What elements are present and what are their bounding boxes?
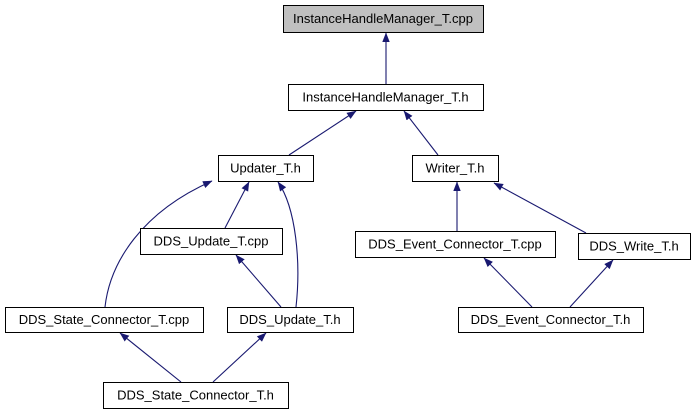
edge-dds-event-connector-t-h-to-dds-write-t-h [569, 259, 614, 308]
graph-node-dds-update-t-h[interactable]: DDS_Update_T.h [227, 307, 354, 333]
graph-node-instance-handle-manager-t-h[interactable]: InstanceHandleManager_T.h [288, 84, 484, 111]
edge-dds-update-t-h-to-dds-update-t-cpp [235, 254, 282, 308]
graph-node-dds-event-connector-t-cpp[interactable]: DDS_Event_Connector_T.cpp [355, 231, 556, 258]
edge-dds-state-connector-t-h-to-dds-state-connector-t-cpp [119, 332, 182, 383]
graph-node-dds-write-t-h[interactable]: DDS_Write_T.h [578, 233, 691, 260]
node-box-dds-update-t-h[interactable] [227, 307, 354, 333]
edge-dds-write-t-h-to-writer-t-h [493, 182, 587, 234]
node-label-writer-t-h: Writer_T.h [426, 161, 485, 176]
node-label-dds-event-connector-t-h: DDS_Event_Connector_T.h [471, 312, 631, 327]
node-box-dds-write-t-h[interactable] [578, 233, 691, 260]
node-box-dds-event-connector-t-h[interactable] [458, 307, 644, 333]
node-label-instance-handle-manager-t-h: InstanceHandleManager_T.h [302, 90, 468, 105]
edges-layer [104, 32, 614, 383]
node-box-dds-event-connector-t-cpp[interactable] [355, 231, 556, 258]
node-label-dds-write-t-h: DDS_Write_T.h [589, 239, 678, 254]
node-label-dds-update-t-h: DDS_Update_T.h [239, 312, 340, 327]
node-box-instance-handle-manager-t-cpp[interactable] [283, 5, 484, 33]
node-box-dds-state-connector-t-cpp[interactable] [5, 307, 204, 333]
graph-node-dds-update-t-cpp[interactable]: DDS_Update_T.cpp [140, 228, 283, 255]
node-box-instance-handle-manager-t-h[interactable] [288, 84, 484, 111]
edge-dds-state-connector-t-h-to-dds-update-t-h [212, 332, 267, 383]
graph-node-dds-state-connector-t-cpp[interactable]: DDS_State_Connector_T.cpp [5, 307, 204, 333]
graph-node-dds-event-connector-t-h[interactable]: DDS_Event_Connector_T.h [458, 307, 644, 333]
node-box-dds-state-connector-t-h[interactable] [103, 382, 289, 409]
node-label-updater-t-h: Updater_T.h [230, 161, 301, 176]
node-label-dds-event-connector-t-cpp: DDS_Event_Connector_T.cpp [368, 237, 541, 252]
node-label-instance-handle-manager-t-cpp: InstanceHandleManager_T.cpp [293, 11, 473, 26]
nodes-layer: InstanceHandleManager_T.cppInstanceHandl… [5, 5, 691, 409]
node-box-dds-update-t-cpp[interactable] [140, 228, 283, 255]
graph-node-dds-state-connector-t-h[interactable]: DDS_State_Connector_T.h [103, 382, 289, 409]
node-box-updater-t-h[interactable] [218, 155, 314, 182]
graph-node-writer-t-h[interactable]: Writer_T.h [412, 155, 499, 182]
edge-dds-event-connector-t-h-to-dds-event-connector-t-cpp [483, 257, 533, 308]
graph-node-updater-t-h[interactable]: Updater_T.h [218, 155, 314, 182]
node-box-writer-t-h[interactable] [412, 155, 499, 182]
node-label-dds-state-connector-t-cpp: DDS_State_Connector_T.cpp [19, 312, 190, 327]
edge-dds-state-connector-t-cpp-to-updater-t-h [104, 180, 213, 308]
node-label-dds-update-t-cpp: DDS_Update_T.cpp [154, 234, 269, 249]
edge-dds-update-t-h-to-updater-t-h [277, 181, 299, 308]
graph-node-instance-handle-manager-t-cpp[interactable]: InstanceHandleManager_T.cpp [283, 5, 484, 33]
edge-updater-t-h-to-instance-handle-manager-t-h [288, 110, 357, 156]
edge-dds-update-t-cpp-to-updater-t-h [224, 181, 250, 229]
edge-writer-t-h-to-instance-handle-manager-t-h [403, 110, 439, 156]
node-label-dds-state-connector-t-h: DDS_State_Connector_T.h [117, 388, 274, 403]
